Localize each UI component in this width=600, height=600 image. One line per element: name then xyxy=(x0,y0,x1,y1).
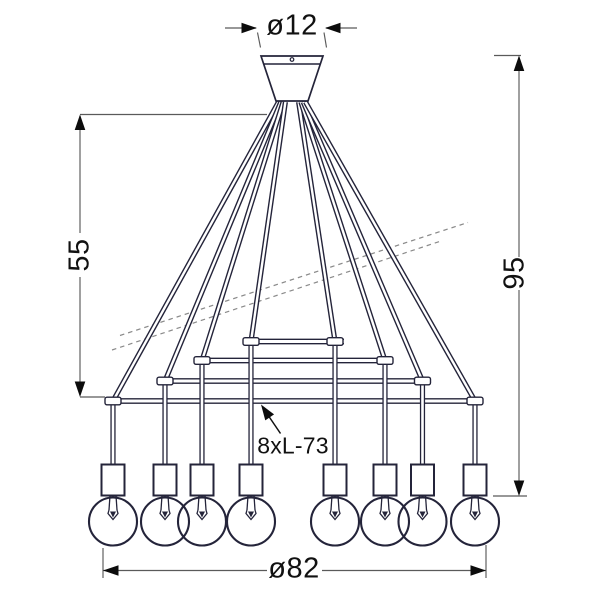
ceiling-canopy xyxy=(259,55,325,102)
filament-stems xyxy=(107,495,481,521)
lamp-sockets xyxy=(100,463,488,497)
suspension-wires xyxy=(110,100,478,403)
label-overall-width: ø82 xyxy=(268,552,320,585)
label-canopy-diameter: ø12 xyxy=(266,9,318,42)
label-cable-spec: 8xL-73 xyxy=(257,432,329,459)
label-overall-height: 95 xyxy=(498,256,531,290)
dimension-lines xyxy=(79,27,527,578)
bulb-globes xyxy=(87,496,501,547)
cable-break-dashes xyxy=(111,221,469,351)
wire-connectors xyxy=(104,337,484,406)
dimension-arrows xyxy=(74,22,525,576)
label-suspension-length: 55 xyxy=(63,238,96,272)
drop-wires xyxy=(110,341,478,466)
